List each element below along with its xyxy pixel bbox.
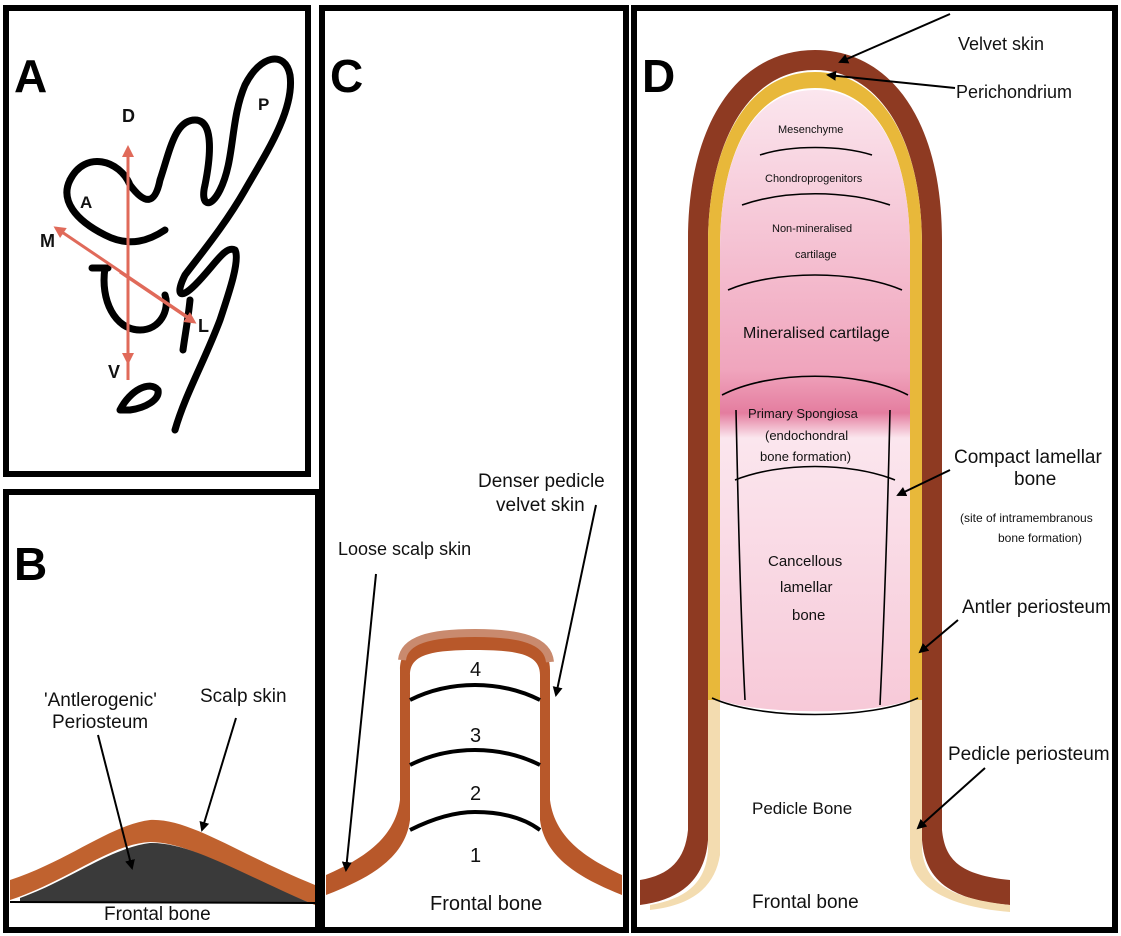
label-region-p: P — [258, 95, 269, 114]
label-scalp-skin: Scalp skin — [200, 686, 287, 707]
stage-3: 3 — [470, 725, 481, 747]
label-velvet-skin-c: velvet skin — [496, 495, 585, 516]
label-velvet-skin: Velvet skin — [958, 34, 1044, 54]
label-non-mineralised: Non-mineralised — [772, 223, 852, 235]
label-mineralised: Mineralised cartilage — [743, 325, 890, 342]
panel-d-letter: D — [642, 50, 675, 102]
stage-2: 2 — [470, 783, 481, 805]
frontal-bone-line — [10, 902, 315, 903]
panel-c: C 4 3 2 1 Denser pedicle velvet skin Loo… — [322, 8, 626, 930]
label-antler-periosteum: Antler periosteum — [962, 597, 1111, 618]
panel-a-letter: A — [14, 50, 47, 102]
label-dorsal: D — [122, 106, 135, 126]
label-cartilage: cartilage — [795, 249, 837, 261]
stage-4: 4 — [470, 659, 481, 681]
label-frontal-bone-c: Frontal bone — [430, 893, 542, 915]
label-pedicle-bone: Pedicle Bone — [752, 799, 852, 818]
panel-b: B 'Antlerogenic' Periosteum Scalp skin F… — [6, 492, 318, 930]
label-mesenchyme: Mesenchyme — [778, 124, 843, 136]
label-antlerogenic: 'Antlerogenic' — [44, 690, 157, 711]
label-compact-lamellar: Compact lamellar — [954, 447, 1102, 468]
label-medial: M — [40, 231, 55, 251]
label-lateral: L — [198, 316, 209, 336]
label-ventral: V — [108, 362, 120, 382]
panel-c-letter: C — [330, 50, 363, 102]
label-endochondral: (endochondral — [765, 428, 848, 443]
label-frontal-bone-b: Frontal bone — [104, 904, 211, 925]
label-bone: bone — [792, 607, 825, 624]
label-compact-bone: bone — [1014, 469, 1056, 490]
label-primary-spongiosa: Primary Spongiosa — [748, 406, 859, 421]
label-intramembranous-formation: bone formation) — [998, 531, 1082, 545]
label-lamellar: lamellar — [780, 579, 833, 596]
label-cancellous: Cancellous — [768, 553, 842, 570]
label-frontal-bone-d: Frontal bone — [752, 892, 859, 913]
label-region-a: A — [80, 193, 92, 212]
label-bone-formation: bone formation) — [760, 449, 851, 464]
label-denser-pedicle: Denser pedicle — [478, 471, 605, 492]
label-intramembranous: (site of intramembranous — [960, 511, 1093, 525]
label-pedicle-periosteum: Pedicle periosteum — [948, 744, 1110, 765]
panel-b-letter: B — [14, 538, 47, 590]
label-periosteum: Periosteum — [52, 712, 148, 733]
stage-1: 1 — [470, 845, 481, 867]
panel-d: D Mesenchyme Chondroprogenitors Non-mine… — [634, 8, 1115, 930]
label-perichondrium: Perichondrium — [956, 82, 1072, 102]
panel-a: A D V M L A P — [6, 8, 308, 474]
label-loose-scalp: Loose scalp skin — [338, 539, 471, 559]
label-chondroprogenitors: Chondroprogenitors — [765, 173, 863, 185]
